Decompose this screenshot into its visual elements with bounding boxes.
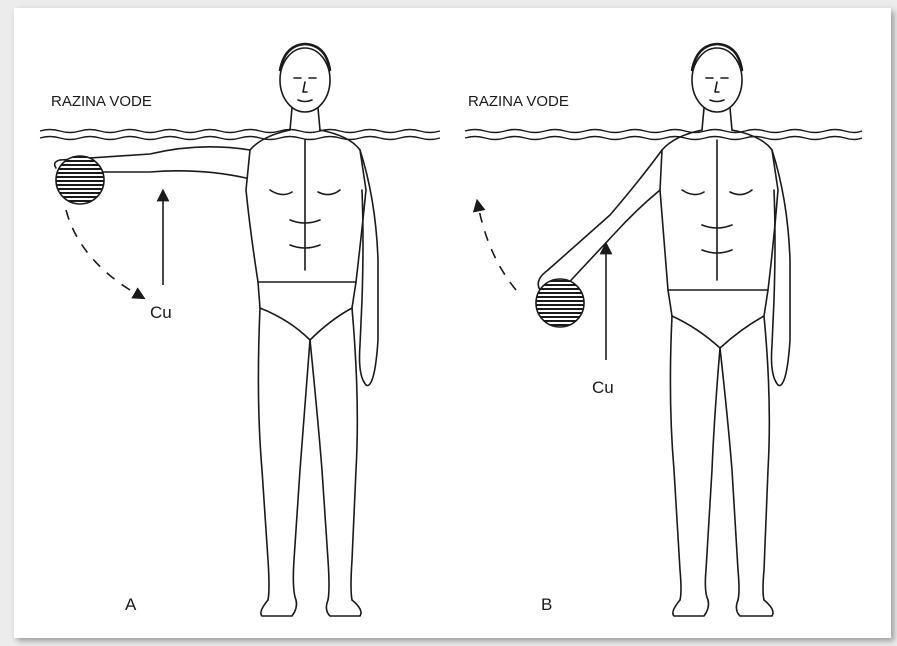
water-level-label-a: RAZINA VODE <box>51 93 152 110</box>
water-surface-b <box>465 130 862 140</box>
force-label-a: Cu <box>150 303 172 322</box>
motion-arrow-b <box>478 205 516 290</box>
weight-ball-a <box>56 156 104 204</box>
water-surface-a <box>40 130 440 140</box>
water-level-label-b: RAZINA VODE <box>468 93 569 110</box>
panel-b: RAZINA VODE <box>465 44 862 616</box>
weight-ball-b <box>536 279 584 327</box>
panel-letter-b: B <box>541 595 552 614</box>
motion-arrow-a <box>66 210 140 296</box>
force-label-b: Cu <box>592 378 614 397</box>
panel-a: RAZINA VODE <box>40 44 440 616</box>
panel-letter-a: A <box>125 595 137 614</box>
